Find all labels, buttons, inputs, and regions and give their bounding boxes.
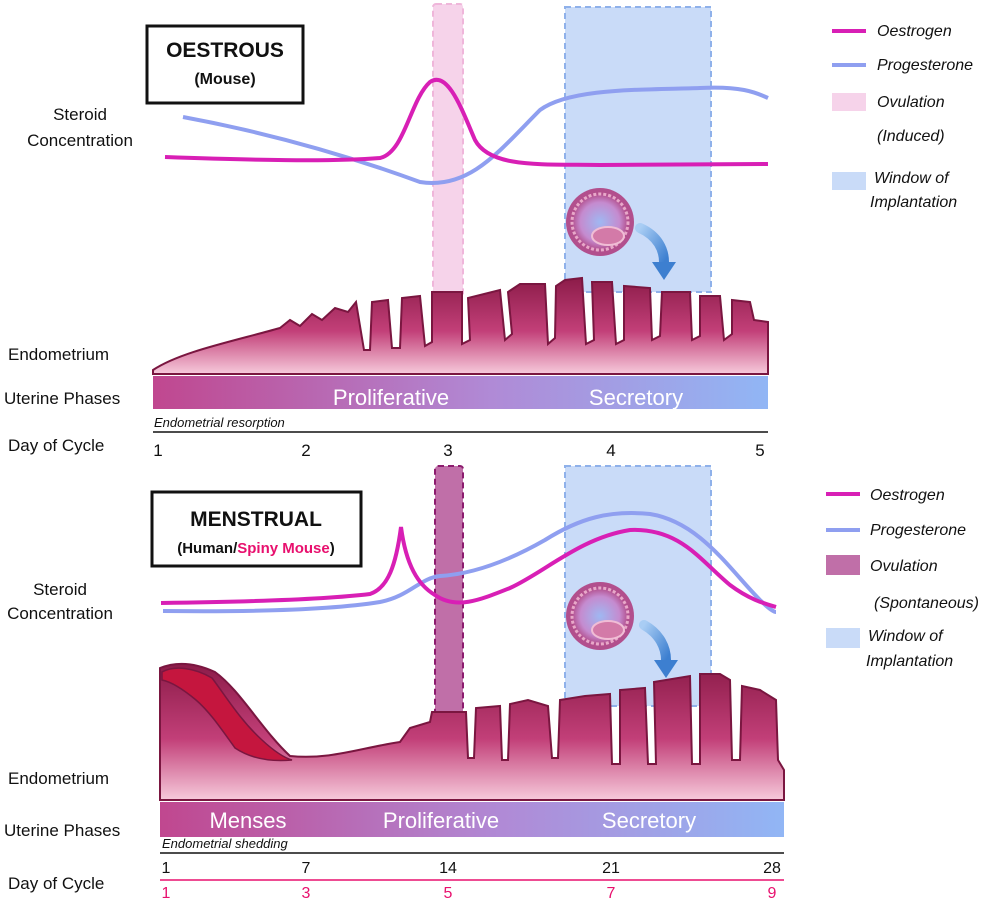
panel-subtitle: (Human/Spiny Mouse) (177, 540, 335, 557)
day-tick-spiny: 3 (302, 885, 311, 902)
menstrual-panel: MENSTRUAL (Human/Spiny Mouse) Steroid Co… (4, 465, 979, 902)
day-tick-human: 21 (602, 860, 620, 877)
day-tick-human: 1 (162, 860, 171, 877)
phase-bar (160, 802, 784, 837)
concentration-label: Concentration (27, 131, 133, 150)
panel-title: MENSTRUAL (190, 508, 322, 531)
day-tick-spiny: 9 (768, 885, 777, 902)
progesterone-curve (162, 511, 777, 614)
endometrium-label: Endometrium (8, 769, 109, 788)
legend-ovulation-type: (Induced) (877, 128, 945, 145)
legend-ovulation: Ovulation (877, 94, 945, 111)
day-of-cycle-label: Day of Cycle (8, 874, 104, 893)
panel-title: OESTROUS (166, 39, 284, 62)
phase-secretory: Secretory (589, 385, 683, 410)
oestrogen-curve (164, 77, 769, 168)
legend-oestrogen: Oestrogen (877, 23, 952, 40)
endometrium-label: Endometrium (8, 345, 109, 364)
legend-oestrogen: Oestrogen (870, 487, 945, 504)
legend-ovulation-type: (Spontaneous) (874, 595, 979, 612)
endometrium-shape (152, 276, 769, 375)
legend: Oestrogen Progesterone Ovulation (Induce… (832, 23, 973, 211)
phase-menses: Menses (209, 808, 286, 833)
woi-legend-swatch (832, 172, 866, 190)
oestrogen-curve (160, 526, 777, 609)
day-tick-spiny: 7 (607, 885, 616, 902)
title-box (145, 24, 305, 105)
phase-note: Endometrial resorption (154, 415, 285, 430)
window-of-implantation-band (564, 465, 712, 707)
legend-woi-line2: Implantation (866, 653, 953, 670)
day-of-cycle-label: Day of Cycle (8, 436, 104, 455)
uterine-phases-label: Uterine Phases (4, 821, 120, 840)
legend-progesterone: Progesterone (870, 522, 966, 539)
ovulation-legend-swatch (832, 93, 866, 111)
legend-progesterone: Progesterone (877, 57, 973, 74)
phase-proliferative: Proliferative (383, 808, 499, 833)
progesterone-curve (182, 85, 769, 186)
embryo-icon (566, 582, 634, 650)
ovulation-band (434, 465, 464, 722)
day-tick-human: 14 (439, 860, 457, 877)
legend-ovulation: Ovulation (870, 558, 938, 575)
subtitle-open: (Human/ (177, 540, 238, 557)
day-tick-human: 7 (302, 860, 311, 877)
endometrium-shape (159, 662, 785, 801)
phase-bar (153, 376, 768, 409)
embryo-icon (566, 188, 634, 256)
day-tick: 1 (153, 441, 162, 460)
phase-proliferative: Proliferative (333, 385, 449, 410)
day-tick-spiny: 1 (162, 885, 171, 902)
woi-legend-swatch (826, 628, 860, 648)
title-box (150, 490, 363, 568)
legend-woi-line1: Window of (868, 628, 944, 645)
legend-woi-line1: Window of (874, 170, 950, 187)
day-tick: 2 (301, 441, 310, 460)
phase-secretory: Secretory (602, 808, 696, 833)
ovulation-band (432, 3, 464, 300)
subtitle-close: ) (330, 540, 335, 557)
legend: Oestrogen Progesterone Ovulation (Sponta… (826, 487, 979, 670)
concentration-label: Concentration (7, 604, 113, 623)
steroid-label: Steroid (53, 105, 107, 124)
phase-note: Endometrial shedding (162, 836, 289, 851)
legend-woi-line2: Implantation (870, 194, 957, 211)
day-tick: 5 (755, 441, 764, 460)
panel-subtitle: (Mouse) (194, 71, 255, 88)
shedding-tissue (161, 667, 293, 762)
steroid-label: Steroid (33, 580, 87, 599)
uterine-phases-label: Uterine Phases (4, 389, 120, 408)
day-tick-spiny: 5 (444, 885, 453, 902)
oestrous-panel: OESTROUS (Mouse) Steroid Concentration E… (4, 3, 973, 460)
day-tick: 4 (606, 441, 615, 460)
implantation-arrow-icon (639, 620, 678, 678)
day-tick: 3 (443, 441, 452, 460)
ovulation-legend-swatch (826, 555, 860, 575)
subtitle-spiny-mouse: Spiny Mouse (237, 540, 330, 557)
implantation-arrow-icon (635, 223, 676, 280)
day-tick-human: 28 (763, 860, 781, 877)
